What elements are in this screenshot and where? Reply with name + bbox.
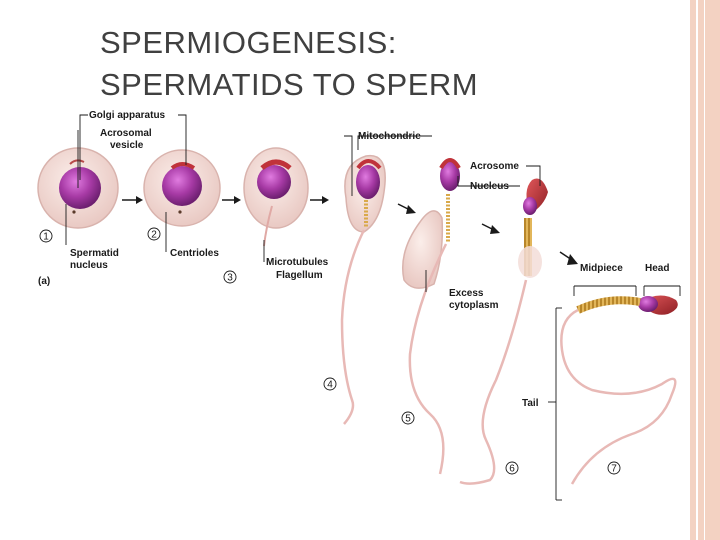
stage-6-spermatid [459,178,548,485]
cell-1-centriole [72,210,76,214]
cell-2-nucleus [162,166,202,206]
stage-5-spermatid [402,158,461,475]
cell-2-centriole [178,210,182,214]
svg-text:5: 5 [405,414,411,425]
spermiogenesis-diagram: Golgi apparatus Acrosomal vesicle Sperma… [37,110,681,501]
label-flagellum: Flagellum [276,270,323,281]
step-3-marker: 3 [223,270,237,284]
cell-4-tail [340,229,366,425]
cell-3-nucleus [257,165,291,199]
svg-text:4: 4 [327,380,333,391]
arrow-6-to-7 [559,251,578,265]
stage-4-spermatid [340,154,386,425]
label-golgi-apparatus: Golgi apparatus [89,110,166,121]
step-2-marker: 2 [147,227,161,241]
cell-5-nucleus [440,161,460,191]
arrow-2-to-3 [222,196,241,204]
slide-border-decoration [690,0,720,540]
step-1-marker: 1 [39,229,53,243]
label-head: Head [645,263,669,274]
cell-1-nucleus [59,167,101,209]
cell-2-acrosomal-vesicle [170,162,196,170]
label-mitochondria: Mitochondrie [358,131,421,142]
sperm-tail [560,308,677,485]
label-centrioles: Centrioles [170,248,219,259]
label-nucleus: Nucleus [470,181,509,192]
step-5-marker: 5 [401,411,415,425]
label-spermatid-nucleus-1: Spermatid [70,248,119,259]
cell-4-acrosome [356,159,382,170]
stage-2-spermatid [143,149,221,227]
svg-text:1: 1 [43,232,49,243]
arrow-1-to-2 [122,196,143,204]
svg-text:6: 6 [509,464,515,475]
label-spermatid-nucleus-2: nucleus [70,260,108,271]
svg-text:7: 7 [611,464,617,475]
cell-4-nucleus [356,165,380,199]
cell-5-acrosome [439,158,461,170]
arrow-5-to-6 [481,223,500,234]
sperm-nucleus [638,296,658,312]
border-line [704,0,705,540]
cell-1-golgi [69,159,85,165]
label-excess-cytoplasm-2: cytoplasm [449,300,499,311]
stage-7-mature-sperm [560,295,678,485]
cell-5-excess-cytoplasm [402,210,444,289]
label-acrosome: Acrosome [470,161,519,172]
title-line-1: SPERMIOGENESIS: [100,25,397,60]
cell-6-nucleus [523,197,537,215]
step-numbers: 1 2 3 4 5 6 7 [39,227,621,475]
panel-label: (a) [38,276,50,287]
label-excess-cytoplasm-1: Excess [449,288,484,299]
sperm-midpiece [576,296,641,314]
cell-5-tail [408,243,448,475]
step-7-marker: 7 [607,461,621,475]
label-microtubules: Microtubules [266,257,329,268]
label-acrosomal-vesicle-2: vesicle [110,140,144,151]
stage-3-spermatid [243,147,309,247]
cell-3-acrosome [260,159,292,170]
title-line-2: SPERMATIDS TO SPERM [100,67,479,102]
arrow-4-to-5 [397,203,416,214]
cell-6-excess-cytoplasm [518,246,542,278]
step-6-marker: 6 [505,461,519,475]
slide-title: SPERMIOGENESIS: SPERMATIDS TO SPERM [100,22,660,106]
cell-6-tail [459,279,528,485]
label-leaders [65,114,681,501]
arrow-3-to-4 [310,196,329,204]
label-acrosomal-vesicle-1: Acrosomal [100,128,152,139]
label-tail: Tail [522,398,539,409]
figure-labels: Golgi apparatus Acrosomal vesicle Sperma… [38,110,669,409]
svg-text:2: 2 [151,230,157,241]
label-midpiece: Midpiece [580,263,623,274]
border-line [696,0,698,540]
svg-text:3: 3 [227,273,233,284]
step-4-marker: 4 [323,377,337,391]
